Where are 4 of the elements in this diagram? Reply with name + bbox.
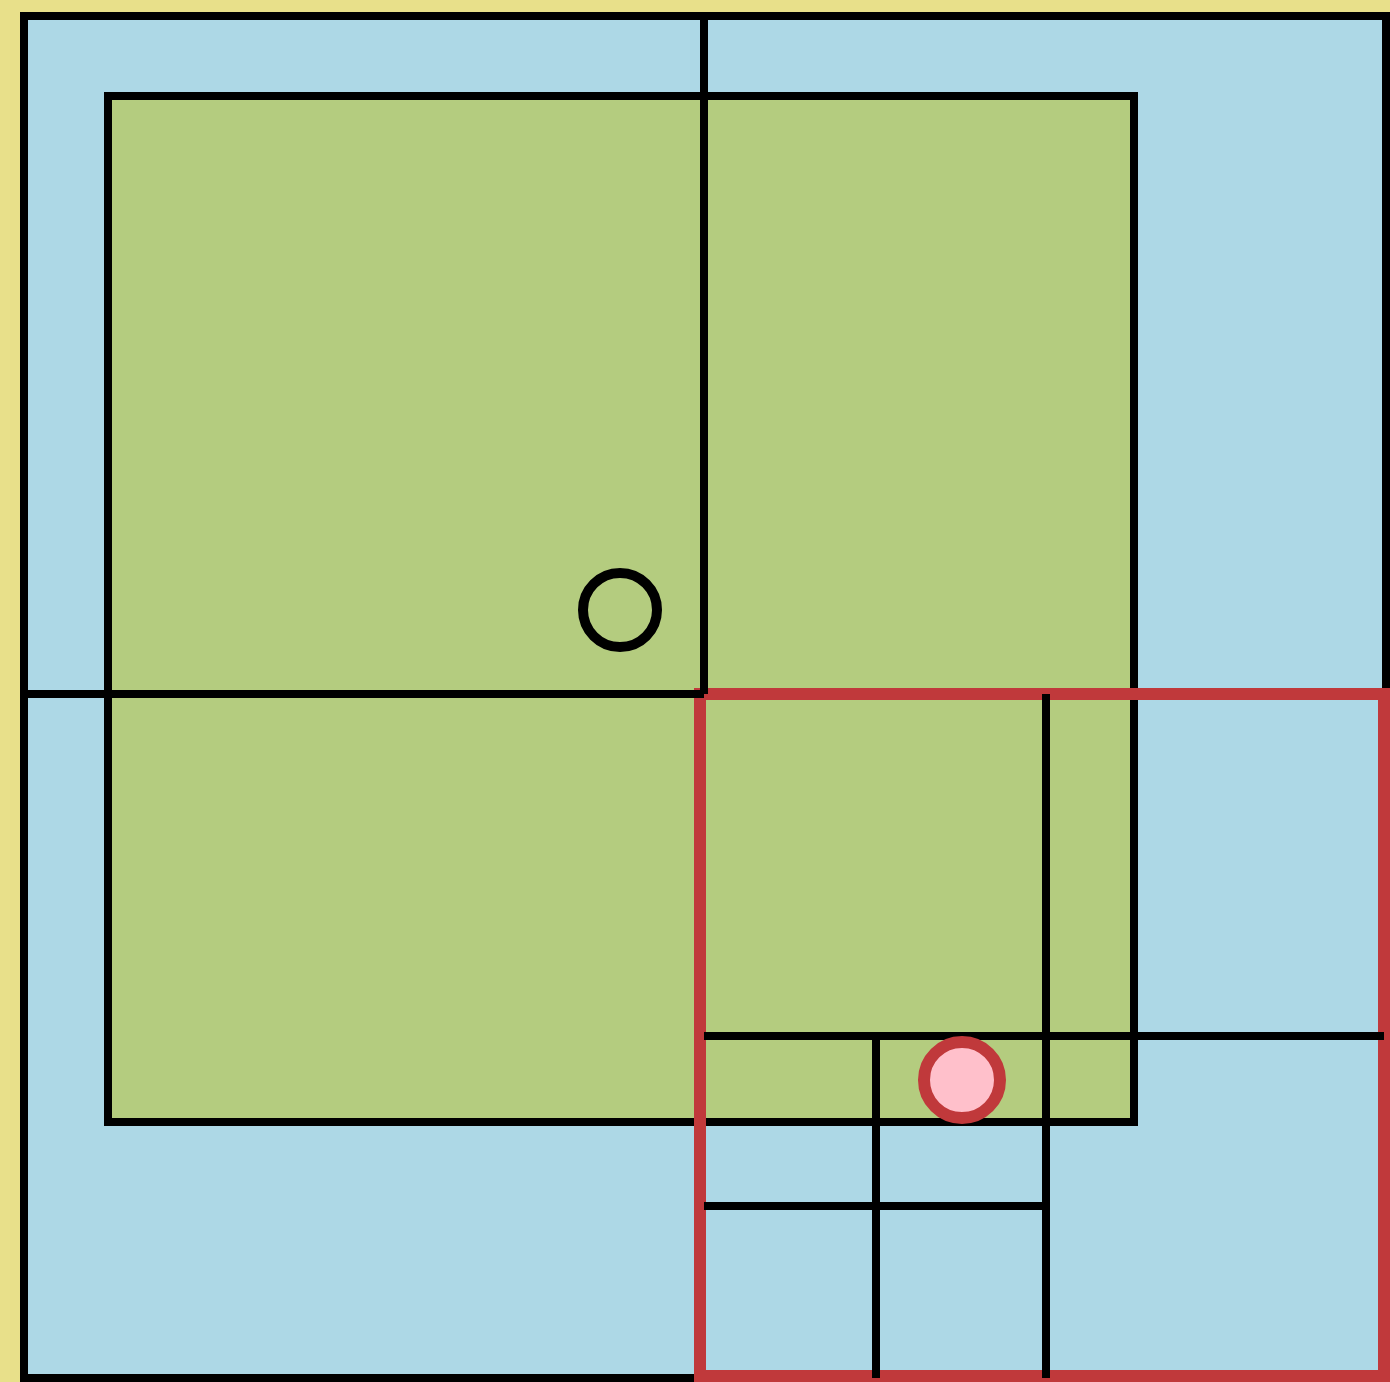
outer-square xyxy=(20,12,1390,1382)
inner-square xyxy=(104,92,1138,1126)
query-square xyxy=(694,688,1390,1382)
point-marker xyxy=(578,568,662,652)
